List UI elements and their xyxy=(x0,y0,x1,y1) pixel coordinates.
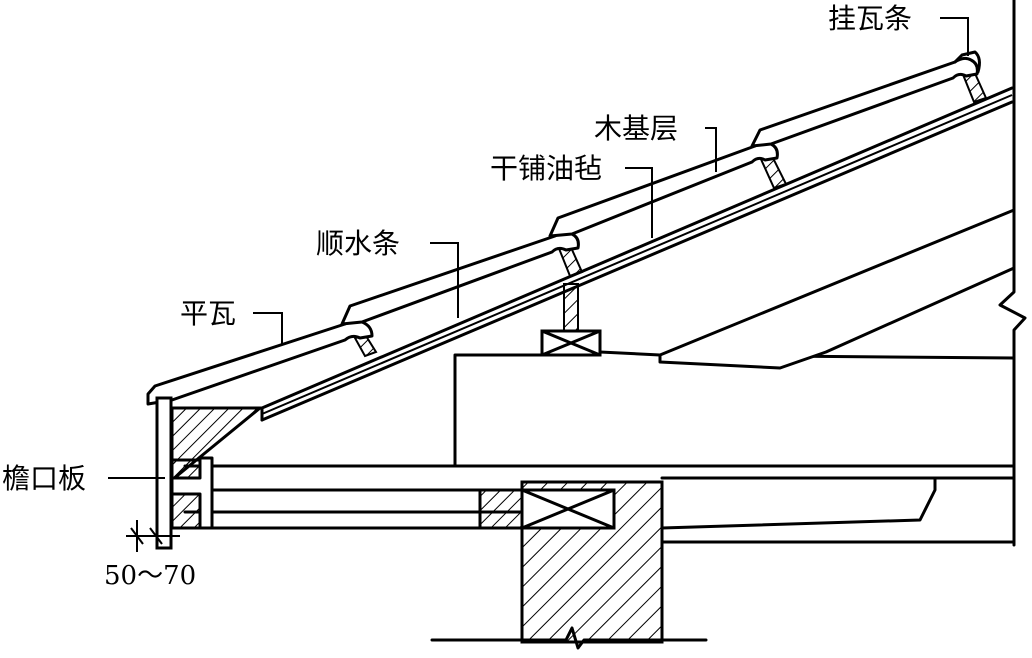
label-counter-batten: 顺水条 xyxy=(316,227,400,260)
dimension-marks xyxy=(126,520,180,552)
dry-felt-line xyxy=(261,94,1013,415)
wall-plate-timber xyxy=(520,488,616,530)
purlin-support xyxy=(540,283,602,357)
label-dimension: 50～70 xyxy=(104,561,196,591)
ceiling-hanger xyxy=(170,456,214,530)
flat-tiles xyxy=(146,50,981,406)
label-tile-batten: 挂瓦条 xyxy=(828,2,912,35)
label-wood-base: 木基层 xyxy=(594,112,678,145)
wall-plate-hatched xyxy=(478,488,524,530)
counter-battens xyxy=(353,67,988,358)
label-dry-felt: 干铺油毡 xyxy=(490,152,602,185)
ceiling-joists xyxy=(183,464,1016,544)
ceiling-slab xyxy=(453,350,1016,468)
purlin-beam xyxy=(658,208,1016,370)
label-flat-tile: 平瓦 xyxy=(180,297,236,330)
label-eave-board: 檐口板 xyxy=(2,462,86,495)
leader-lines xyxy=(108,17,969,479)
eave-board xyxy=(155,396,173,550)
